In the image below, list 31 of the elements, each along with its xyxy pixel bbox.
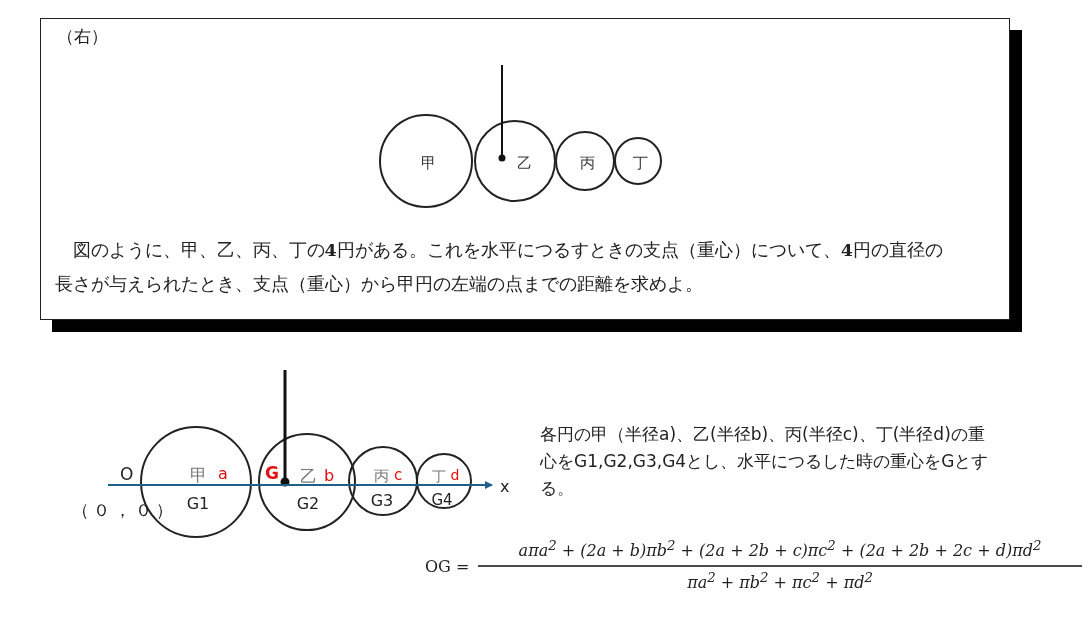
- radius-label: d: [450, 468, 460, 482]
- centroid-label: G: [265, 464, 279, 482]
- center-label: G4: [431, 492, 453, 508]
- explanation-text: 各円の甲（半径a)、乙(半径b)、丙(半径c)、丁(半径d)の重心をG1,G2,G3,G4とし、水平につるした時の重心をGとする。: [540, 423, 990, 500]
- circle-label: 丙: [579, 155, 595, 171]
- circle: [555, 131, 615, 191]
- circle: [416, 453, 472, 509]
- formula-numerator: aπa$^{2}$ + (2a + b)πb$^{2}$ + (2a + 2b + c)πc$^{2}$ + (2a + 2b + 2c + d)πd$^{2}$: [517, 538, 1043, 561]
- circle-label: 丙: [373, 468, 389, 484]
- panel-heading: （右）: [57, 25, 108, 48]
- circle-label: 乙: [516, 155, 532, 171]
- center-label: G3: [370, 493, 394, 509]
- circle-label: 丁: [632, 155, 648, 171]
- center-label: G1: [186, 496, 210, 512]
- center-label: G2: [296, 496, 320, 512]
- circle-label: 丁: [432, 469, 446, 483]
- radius-label: a: [218, 466, 228, 482]
- axis-label: x: [500, 477, 510, 496]
- radius-label: b: [323, 468, 335, 484]
- circle-label: 甲: [420, 155, 436, 171]
- circle-label: 乙: [299, 467, 317, 485]
- problem-text: 図のように、甲、乙、丙、丁の4円がある。これを水平につるすときの支点（重心）について、4円の直径の長さが与えられたとき、支点（重心）から甲円の左端の点までの距離を求めよ。: [55, 239, 944, 296]
- formula-denominator: πa$^{2}$ + πb$^{2}$ + πc$^{2}$ + πd$^{2}$: [686, 570, 874, 593]
- circle: [348, 446, 418, 516]
- radius-label: c: [393, 467, 403, 483]
- circle: [379, 114, 473, 208]
- circle: [140, 426, 252, 538]
- origin-label: O: [120, 464, 134, 484]
- formula-lhs: OG =: [425, 557, 470, 576]
- circle-label: 甲: [189, 466, 207, 484]
- circle: [614, 137, 662, 185]
